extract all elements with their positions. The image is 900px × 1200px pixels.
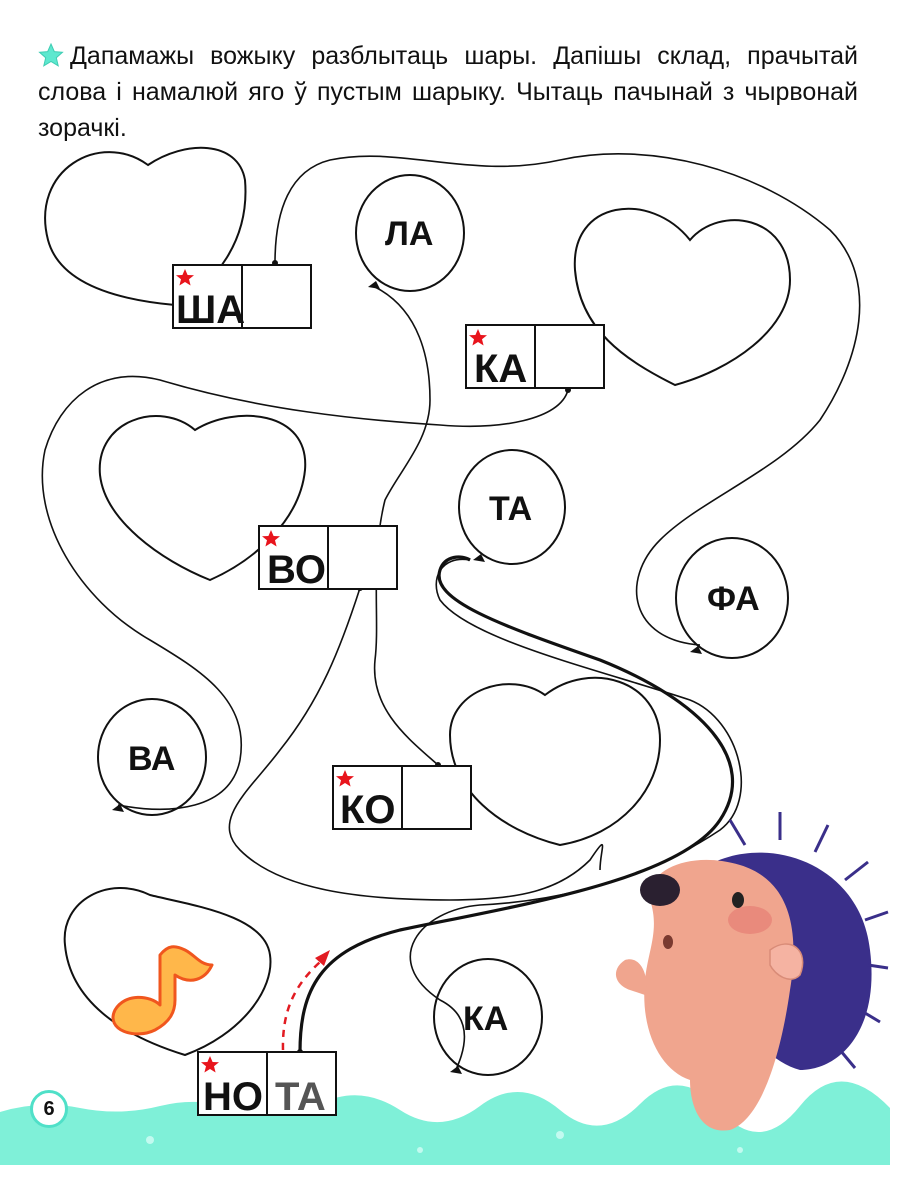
first-syllable: КА: [474, 347, 527, 391]
word-box: ВО: [258, 525, 398, 592]
filled-answer: ТА: [275, 1075, 326, 1119]
empty-heart-balloon: [573, 207, 792, 387]
first-syllable: ВО: [267, 548, 326, 592]
hedgehog-icon: [615, 812, 889, 1131]
instruction-text: Дапамажы вожыку разблытаць шары. Дапішы …: [38, 38, 858, 146]
empty-heart-balloon: [448, 676, 662, 847]
balloon: [433, 958, 543, 1076]
word-box: ША: [172, 264, 312, 332]
balloon: [675, 537, 789, 659]
first-syllable: ША: [176, 288, 245, 332]
instruction-label: Дапамажы вожыку разблытаць шары. Дапішы …: [38, 42, 858, 142]
grass-strip: [0, 1081, 890, 1165]
example-solved-string: [298, 555, 735, 1053]
page-number: 6: [30, 1090, 68, 1128]
first-syllable: КО: [340, 788, 396, 832]
word-box: НО ТА: [197, 1051, 337, 1119]
balloon: [97, 698, 207, 816]
star-icon: [38, 43, 64, 67]
music-note-icon: [111, 945, 214, 1036]
word-box: КО: [332, 765, 472, 832]
balloon: [355, 174, 465, 292]
first-syllable: НО: [203, 1075, 263, 1119]
balloon: [458, 449, 566, 565]
word-box: КА: [465, 324, 605, 391]
empty-heart-balloon: [98, 414, 307, 582]
